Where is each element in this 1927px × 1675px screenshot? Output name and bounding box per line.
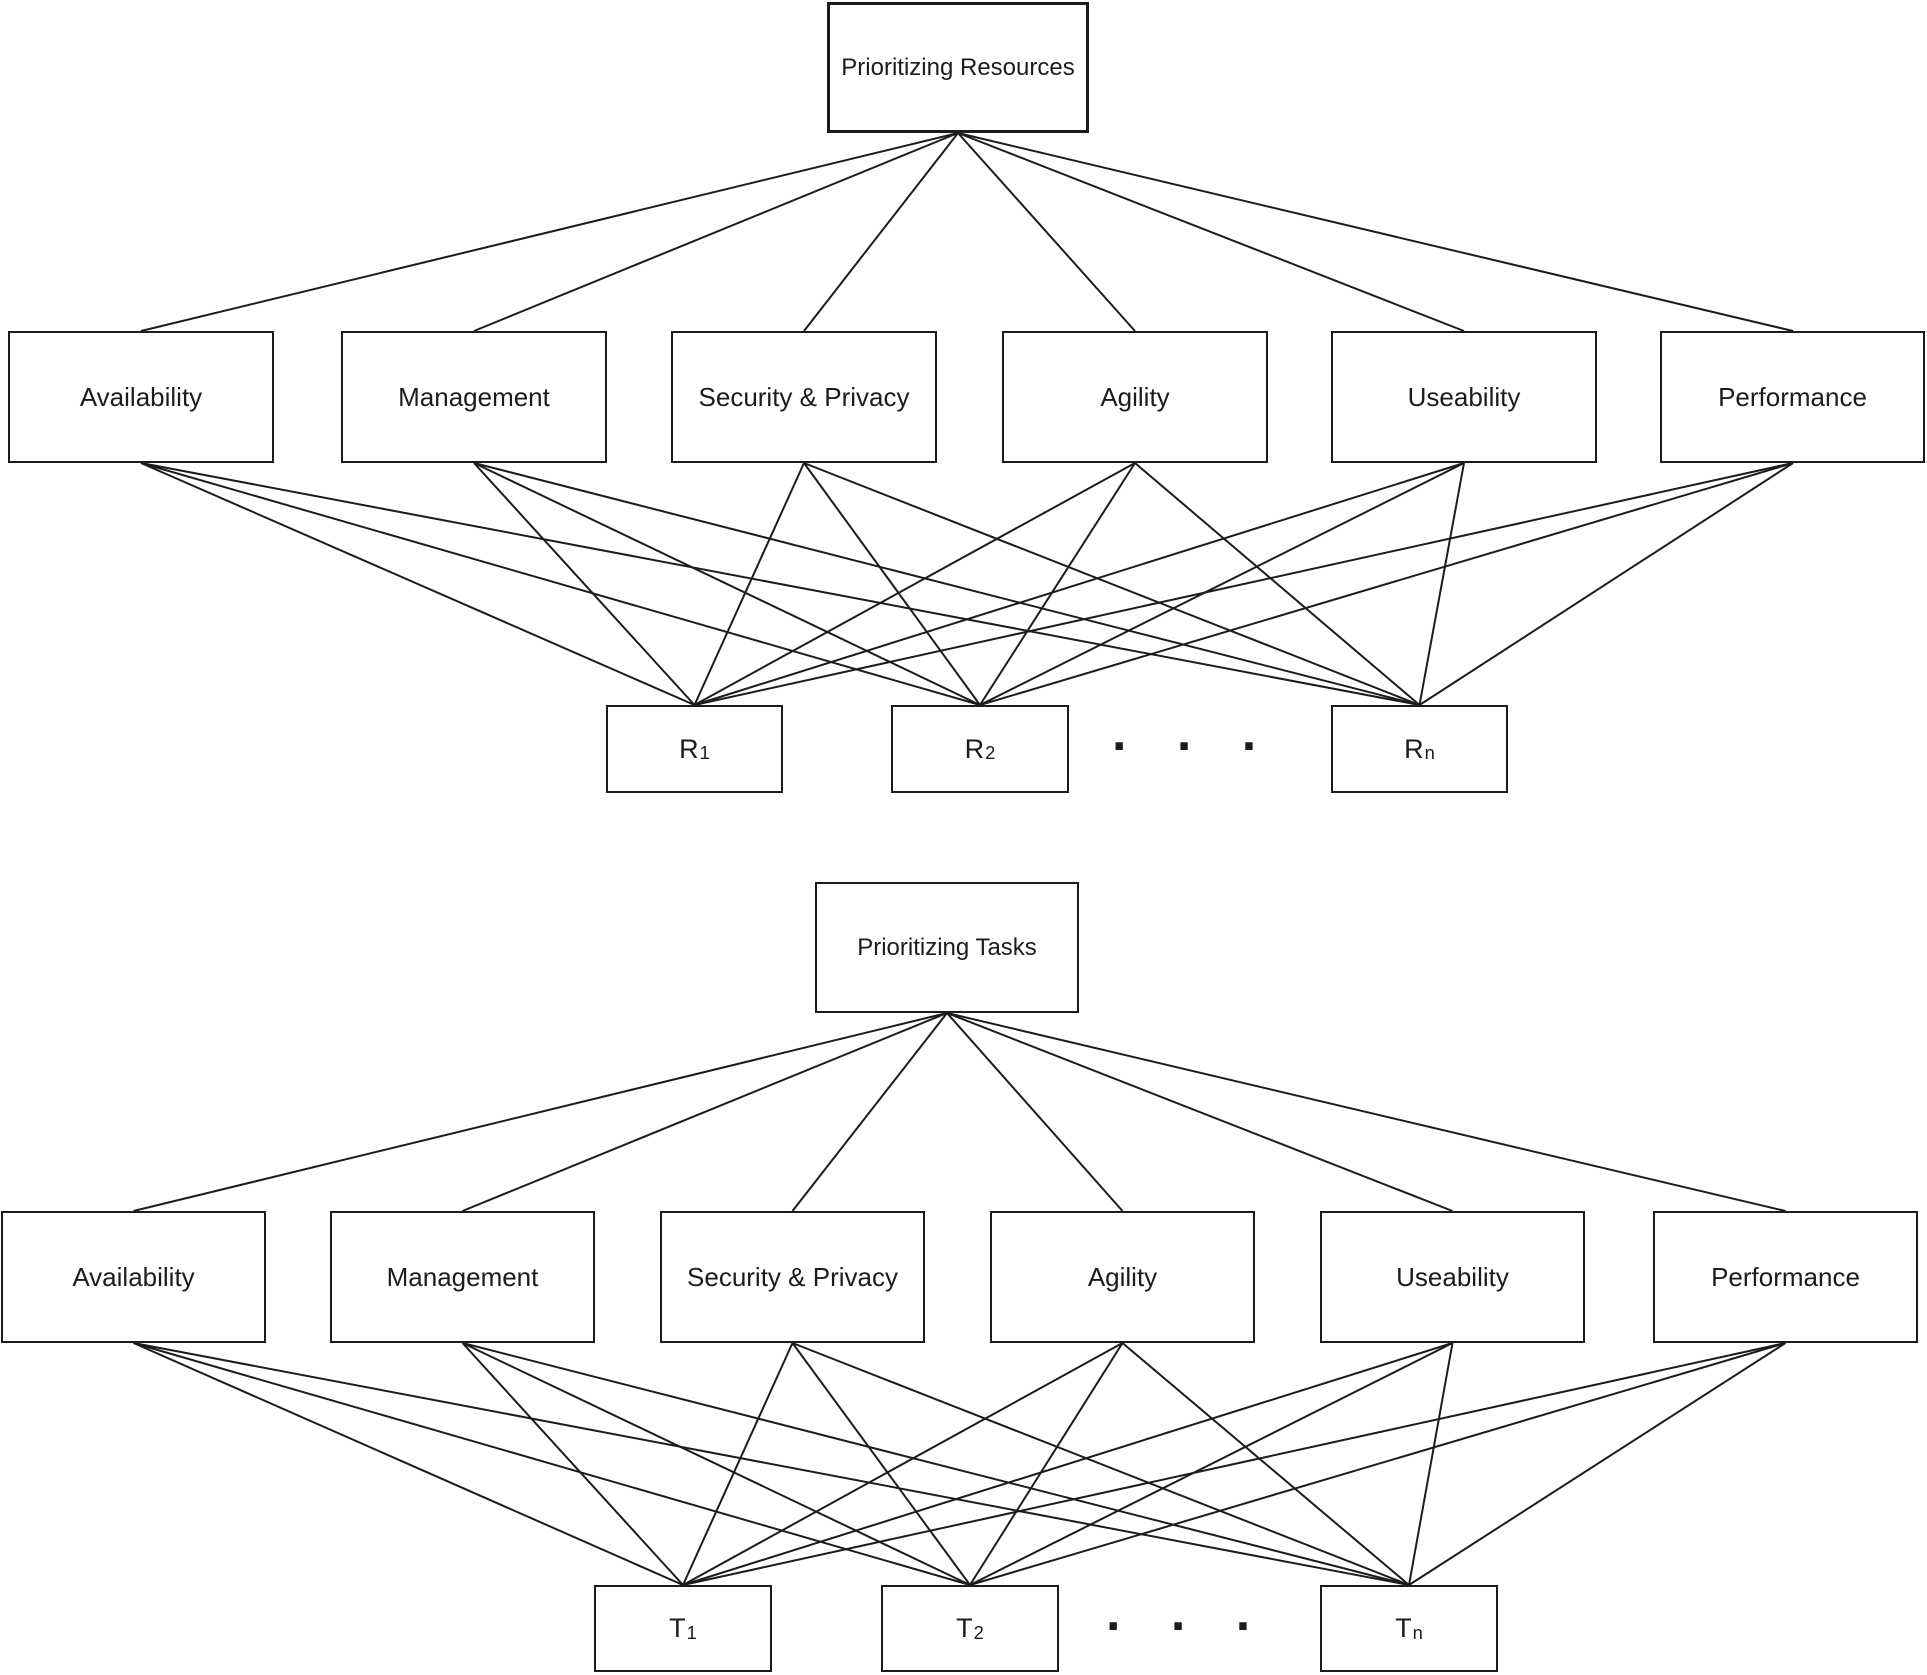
edge-line [140,132,959,332]
node-label: T [956,1613,973,1643]
edge-line [133,1342,971,1586]
edge-line [957,132,1136,332]
node-label: Security & Privacy [698,381,910,412]
edge-line [803,462,1420,706]
edge-line [946,1012,1786,1212]
edge-line [140,462,981,706]
edge-line [133,1342,684,1586]
edge-line [140,462,1420,706]
tasks-criterion-useability: Useability [1320,1211,1585,1343]
edge-line [979,462,1794,706]
edge-line [682,1342,1786,1586]
tasks-root-node: Prioritizing Tasks [815,882,1079,1013]
edge-line [140,462,695,706]
tasks-criterion-security-privacy: Security & Privacy [660,1211,925,1343]
resources-root-node: Prioritizing Resources [827,2,1089,133]
edge-line [969,1342,1453,1586]
edge-line [473,132,959,332]
edge-line [682,1342,1453,1586]
tasks-criterion-agility: Agility [990,1211,1255,1343]
node-label: R [1404,733,1424,764]
edge-line [1408,1342,1787,1586]
edge-line [461,1342,684,1586]
node-label: Management [398,381,550,412]
edge-line [694,462,1794,706]
edge-line [682,1342,1123,1586]
node-label: Useability [1407,381,1521,412]
edge-line [979,462,1465,706]
edge-line [792,1342,1410,1586]
edge-line [791,1342,971,1586]
resources-root-label: Prioritizing Resources [841,53,1075,81]
edge-line [693,462,805,706]
node-label: Management [386,1261,539,1292]
edge-line [979,462,1136,706]
edge-line [133,1012,948,1212]
tasks-criterion-performance: Performance [1653,1211,1918,1343]
node-label: Availability [79,381,203,412]
edge-line [957,132,1794,332]
edge-line [1408,1342,1454,1586]
node-label: R [964,733,985,764]
edge-line [957,132,1465,332]
tasks-edges [133,1012,1787,1586]
edge-line [694,462,1136,706]
edge-line [1418,462,1465,706]
edge-line [462,1342,971,1586]
resources-criterion-security-privacy: Security & Privacy [671,331,937,463]
node-label: T [669,1613,686,1643]
edge-line [1134,462,1421,706]
node-label: Useability [1396,1261,1509,1292]
tasks-ellipsis: . . . [1106,1584,1269,1642]
tasks-root-label: Prioritizing Tasks [857,933,1037,961]
edge-line [803,132,959,332]
resources-criterion-availability: Availability [8,331,274,463]
resources-criterion-management: Management [341,331,607,463]
node-label: Performance [1711,1261,1860,1292]
edge-line [946,1012,1453,1212]
edge-line [473,462,1420,706]
edge-line [473,462,696,706]
node-label: R [679,733,699,764]
edge-line [462,1342,1410,1586]
edge-line [133,1342,1410,1586]
resources-ellipsis: . . . [1112,704,1275,762]
edge-line [969,1342,1124,1586]
node-label: Agility [1087,1261,1158,1292]
edge-line [694,462,1465,706]
edge-line [1418,462,1794,706]
tasks-criterion-management: Management [330,1211,595,1343]
edge-line [462,1012,948,1212]
edge-line [803,462,981,706]
edge-line [1121,1342,1410,1586]
node-label: T [1395,1613,1412,1643]
edge-line [682,1342,794,1586]
edge-line [946,1012,1124,1212]
node-label: Security & Privacy [687,1261,898,1292]
tasks-criterion-availability: Availability [1,1211,266,1343]
resources-criterion-agility: Agility [1002,331,1268,463]
edge-line [473,462,981,706]
resources-criterion-useability: Useability [1331,331,1597,463]
node-label: Agility [1100,381,1170,412]
edge-line [791,1012,948,1212]
node-label: Availability [72,1261,195,1292]
node-label: Performance [1718,381,1867,412]
resources-criterion-performance: Performance [1660,331,1925,463]
edge-line [969,1342,1786,1586]
resources-edges [140,132,1794,706]
